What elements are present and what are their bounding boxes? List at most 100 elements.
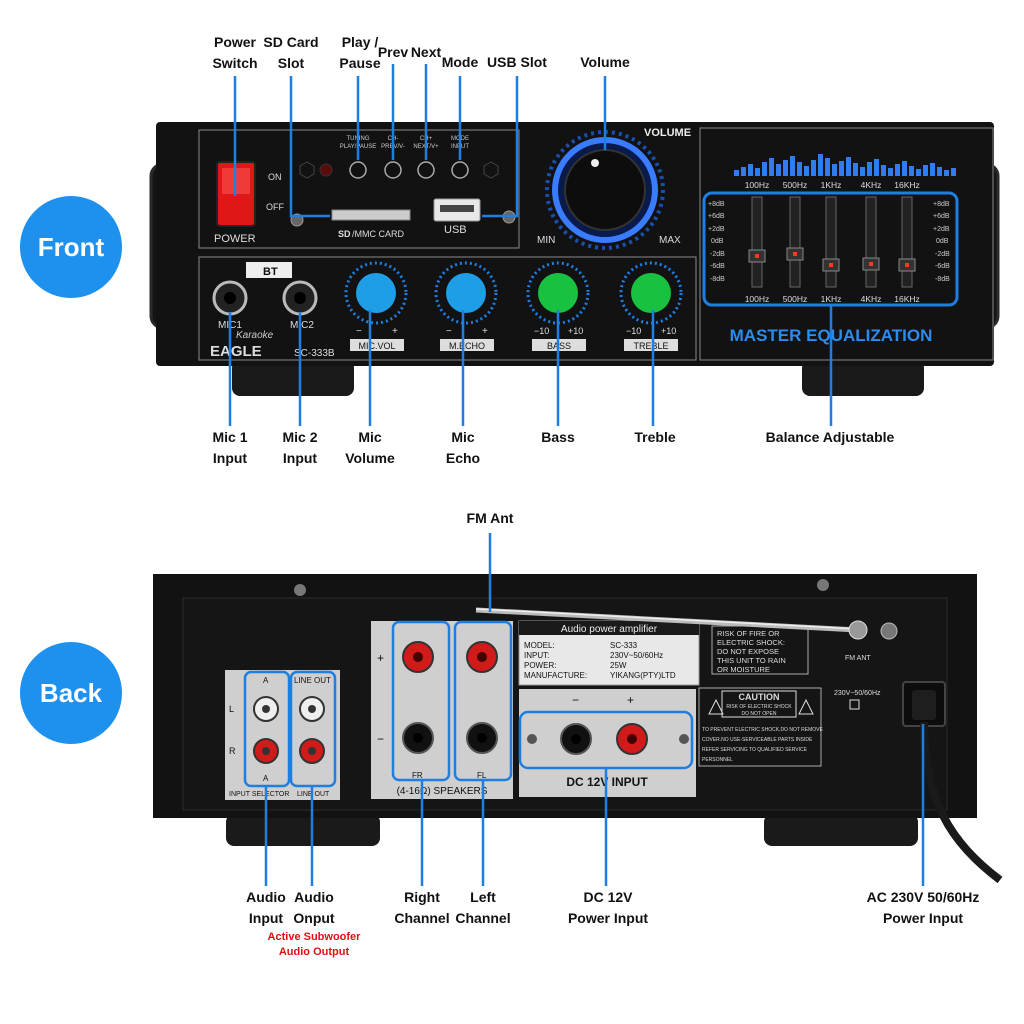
callout-left-channel: Left Channel xyxy=(455,889,511,926)
spectrum-bar xyxy=(944,170,949,176)
ac-power-cord xyxy=(920,721,1003,884)
eq-slider-track xyxy=(751,196,763,288)
caution-text: PERSONNEL xyxy=(702,757,733,763)
screw-icon xyxy=(294,584,306,596)
rca-a-top: A xyxy=(263,676,269,685)
spectrum-bar xyxy=(783,160,788,176)
spec-key: MANUFACTURE: xyxy=(524,671,587,680)
prev-button[interactable] xyxy=(384,161,402,179)
mode-button[interactable] xyxy=(451,161,469,179)
volume-knob[interactable] xyxy=(564,149,646,231)
sd-logo: SD xyxy=(338,229,351,239)
rca-r-label: R xyxy=(229,746,236,756)
eq-db-label: +2dB xyxy=(708,226,725,233)
karaoke-label: Karaoke xyxy=(236,330,274,341)
dc-input-panel xyxy=(519,689,696,797)
warning-line: DO NOT EXPOSE xyxy=(717,647,779,656)
mic-echo-knob[interactable] xyxy=(446,273,486,313)
back-left-foot xyxy=(226,814,380,846)
eq-freq-label: 500Hz xyxy=(783,180,808,190)
back-section-badge: Back xyxy=(20,642,122,744)
speaker-minus: − xyxy=(377,732,384,746)
eq-db-label: -8dB xyxy=(935,276,950,283)
eq-slider-track xyxy=(789,196,801,288)
eq-db-scale-right: +8dB +6dB +2dB 0dB -2dB -6dB -8dB xyxy=(933,201,950,283)
screw-icon xyxy=(679,734,689,744)
eq-db-label: -2dB xyxy=(935,251,950,258)
spectrum-bar xyxy=(923,165,928,176)
callout-mic1-input: Mic 1 Input xyxy=(212,429,248,466)
screw-icon xyxy=(817,579,829,591)
power-switch-off-label: OFF xyxy=(266,202,284,212)
eq-slider-led xyxy=(869,262,873,266)
spectrum-bar xyxy=(741,167,746,176)
eq-db-label: +8dB xyxy=(933,201,950,208)
shock-warning-icon xyxy=(708,698,724,715)
mic-volume-knob[interactable] xyxy=(356,273,396,313)
bass-knob[interactable] xyxy=(538,273,578,313)
eq-slider-led xyxy=(793,252,797,256)
terminal-center xyxy=(477,733,487,743)
mic-vol-tag xyxy=(350,339,404,351)
callout-subwoofer-note: Active Subwoofer Audio Output xyxy=(267,931,361,958)
dc-plus: + xyxy=(627,693,634,707)
mic-echo-knob-group: − + M.ECHO xyxy=(434,261,498,351)
eq-db-label: 0dB xyxy=(711,238,724,245)
warning-line: RISK OF FIRE OR xyxy=(717,629,780,638)
callout-next: Next xyxy=(410,44,442,60)
treble-knob-ring xyxy=(619,261,683,325)
jack-center xyxy=(262,747,270,755)
spectrum-bar xyxy=(930,163,935,176)
spectrum-bar xyxy=(888,168,893,176)
jack-center xyxy=(262,705,270,713)
eq-db-label: -6dB xyxy=(935,263,950,270)
eq-top-freq-labels: 100Hz 500Hz 1KHz 4KHz 16KHz xyxy=(745,180,920,190)
spectrum-bar xyxy=(909,166,914,176)
mic2-label: MIC2 xyxy=(290,320,314,331)
speaker-plus: + xyxy=(377,651,384,665)
fm-ant-panel-label: FM ANT xyxy=(845,655,871,662)
play-pause-button[interactable] xyxy=(349,161,367,179)
terminal-center xyxy=(627,734,637,744)
front-panel-diagram: ON OFF POWER /MMC CARD SD USB TUNING PLA… xyxy=(149,64,1000,426)
treble-tag-label: TREBLE xyxy=(633,341,668,351)
warning-line: ELECTRIC SHOCK: xyxy=(717,638,785,647)
speakers-label: (4-16Ω) SPEAKERS xyxy=(397,786,488,797)
spec-key: POWER: xyxy=(524,661,556,670)
treble-knob[interactable] xyxy=(631,273,671,313)
spectrum-bar xyxy=(867,162,872,176)
sd-card-slot[interactable] xyxy=(331,209,411,221)
fr-label: FR xyxy=(412,771,423,780)
line-out-top-label: LINE OUT xyxy=(294,676,331,685)
power-label: POWER xyxy=(214,233,256,245)
mic-echo-plus: + xyxy=(482,326,488,337)
eq-db-scale-left: +8dB +6dB +2dB 0dB -2dB -6dB -8dB xyxy=(708,201,725,283)
spectrum-bar xyxy=(937,167,942,176)
spectrum-bar xyxy=(804,166,809,176)
eq-freq-label: 1KHz xyxy=(821,180,842,190)
front-section-badge: Front xyxy=(20,196,122,298)
input-selector-label: INPUT SELECTOR xyxy=(229,791,289,798)
spec-key: MODEL: xyxy=(524,641,555,650)
power-switch-on-label: ON xyxy=(268,172,282,182)
usb-port-inner xyxy=(440,205,474,212)
rca-l-label: L xyxy=(229,704,234,714)
spectrum-bar xyxy=(881,165,886,176)
callout-fm-ant: FM Ant xyxy=(466,510,514,526)
front-label: Front xyxy=(37,231,105,262)
next-button[interactable] xyxy=(417,161,435,179)
fm-antenna-shine xyxy=(475,608,859,630)
mic-echo-minus: − xyxy=(446,326,452,337)
rca-panel xyxy=(225,670,340,800)
back-panel-diagram: LINE OUT A L R A INPUT SELECTOR LINE OUT… xyxy=(153,533,1003,886)
callout-right-channel: Right Channel xyxy=(394,889,450,926)
callout-sd-card-slot: SD Card Slot xyxy=(263,34,319,71)
spectrum-bar xyxy=(825,158,830,176)
fm-antenna xyxy=(475,607,859,633)
callout-mic2-input: Mic 2 Input xyxy=(282,429,318,466)
spectrum-bar xyxy=(769,158,774,176)
spectrum-bar xyxy=(797,162,802,176)
eq-section xyxy=(699,127,994,361)
eq-freq-label: 100Hz xyxy=(745,180,770,190)
mic1-jack-hole xyxy=(224,292,236,304)
